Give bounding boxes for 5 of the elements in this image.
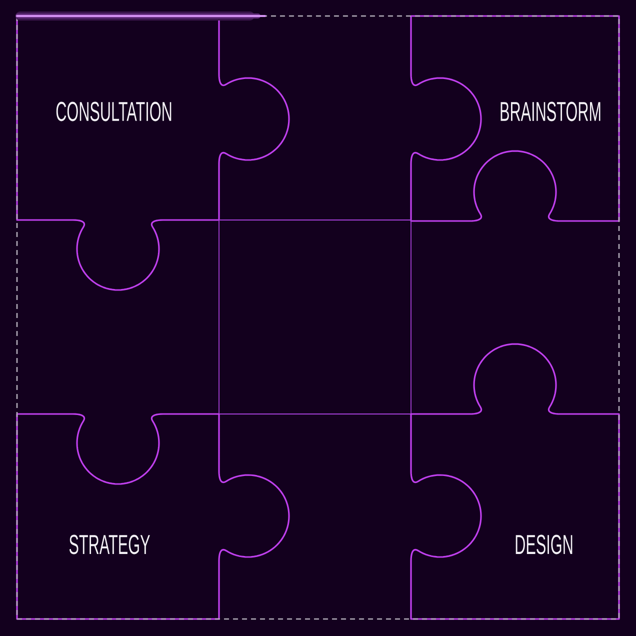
puzzle-piece: STRATEGY [16,413,290,620]
puzzle-piece: CONSULTATION [16,15,290,291]
puzzle-piece: DESIGN [410,343,620,620]
puzzle-piece: BRAINSTORM [410,15,620,222]
square-outline [218,220,412,414]
